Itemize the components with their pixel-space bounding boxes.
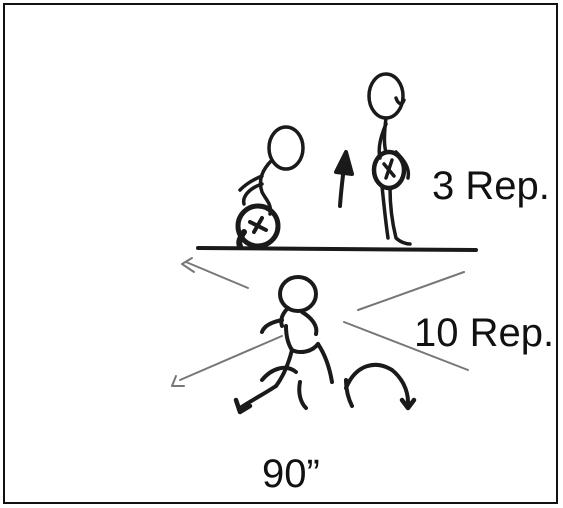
lower-reps-label: 10 Rep.: [414, 311, 555, 355]
upper-reps-label: 3 Rep.: [432, 164, 550, 208]
duration-label: 90”: [262, 452, 320, 496]
stick-figure-standing-with-ball-icon: [367, 72, 412, 246]
exercise-card-frame: [3, 3, 558, 504]
up-arrow-icon: [334, 150, 354, 208]
diagonal-arrows-icon: [171, 257, 469, 387]
stick-figure-lunge-with-jump-arcs-icon: [233, 275, 417, 415]
stick-figure-squatting-with-ball-icon: [235, 125, 305, 249]
ground-line-icon: [196, 246, 478, 252]
